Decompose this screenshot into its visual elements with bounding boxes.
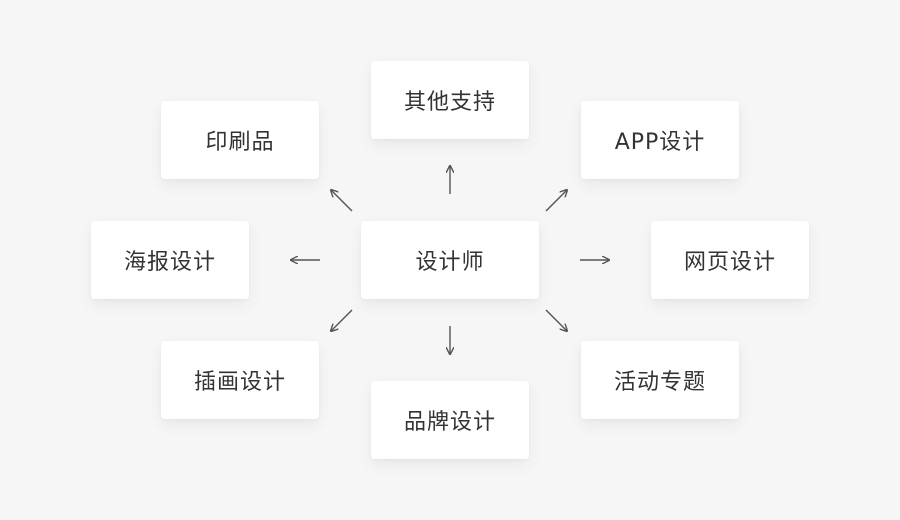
- node-right: 网页设计: [651, 221, 809, 299]
- node-center: 设计师: [361, 221, 539, 299]
- node-top-left-label: 印刷品: [205, 130, 275, 155]
- arrow-to-top-left: [331, 190, 353, 212]
- arrow-to-top-right: [545, 190, 567, 212]
- node-bottom-label: 品牌设计: [403, 410, 496, 435]
- arrow-to-bottom-left: [331, 309, 353, 331]
- node-bottom-right: 活动专题: [581, 341, 739, 419]
- node-left-label: 海报设计: [123, 250, 216, 275]
- node-right-label: 网页设计: [683, 250, 776, 275]
- node-center-label: 设计师: [415, 250, 485, 275]
- arrow-to-bottom-right: [545, 309, 567, 331]
- node-bottom-left-label: 插画设计: [193, 370, 286, 395]
- node-top-right-label: APP设计: [614, 130, 706, 155]
- node-left: 海报设计: [91, 221, 249, 299]
- node-top-label: 其他支持: [403, 90, 496, 115]
- node-bottom-right-label: 活动专题: [613, 370, 706, 395]
- node-top-right: APP设计: [581, 101, 739, 179]
- node-bottom: 品牌设计: [371, 381, 529, 459]
- node-top-left: 印刷品: [161, 101, 319, 179]
- node-top: 其他支持: [371, 61, 529, 139]
- node-bottom-left: 插画设计: [161, 341, 319, 419]
